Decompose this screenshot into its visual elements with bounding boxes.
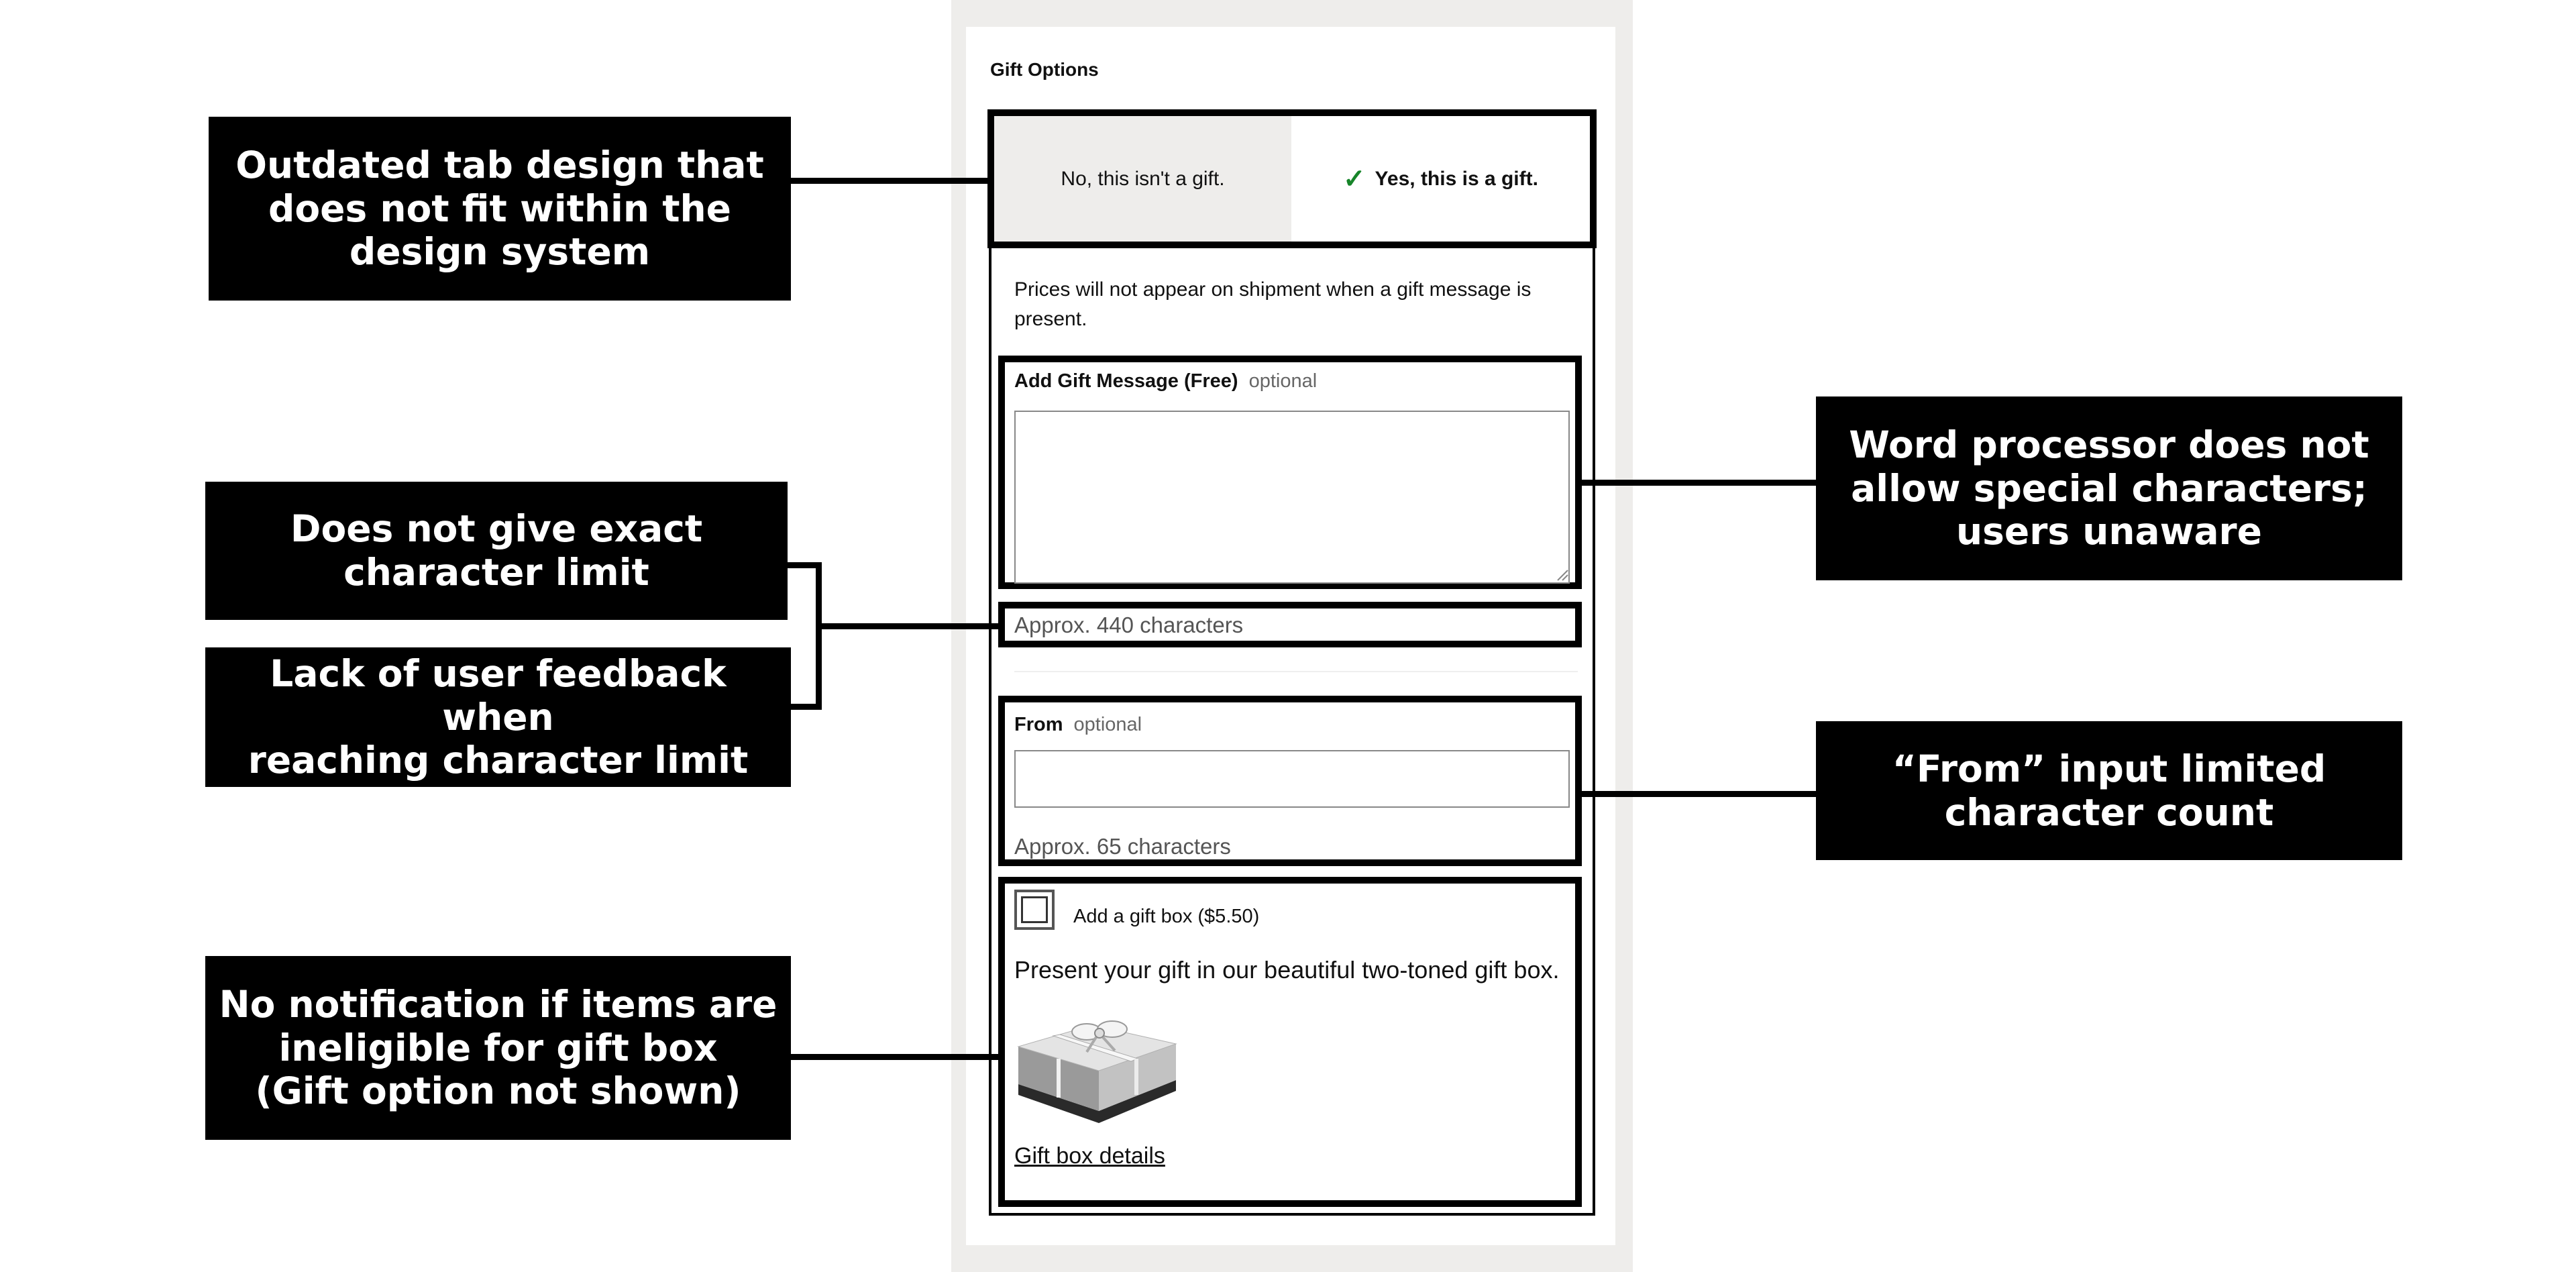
connector-limit-top [785,562,822,568]
from-char-hint: Approx. 65 characters [1014,834,1231,859]
gift-box-image [1017,1020,1177,1123]
connector-special-characters [1579,480,1818,486]
gift-message-char-hint: Approx. 440 characters [1014,613,1244,637]
annotation-from-limit: “From” input limited character count [1816,721,2402,860]
connector-limit-bottom [789,704,822,710]
connector-tab-design [789,178,990,184]
gift-message-textarea[interactable] [1014,411,1570,584]
tab-not-gift[interactable]: No, this isn't a gift. [994,116,1291,242]
price-notice: Prices will not appear on shipment when … [1014,278,1532,330]
gift-box-description: Present your gift in our beautiful two-t… [1014,956,1560,984]
connector-limit-bracket [816,562,822,710]
annotation-no-exact-limit: Does not give exact character limit [205,482,788,620]
annotation-tab-design: Outdated tab design that does not fit wi… [209,117,791,301]
tab-not-gift-label: No, this isn't a gift. [1061,167,1225,190]
annotation-no-notification: No notification if items are ineligible … [205,956,791,1140]
check-icon: ✓ [1343,164,1366,194]
gift-message-label: Add Gift Message (Free) [1014,370,1238,392]
message-char-hint-highlight [998,602,1582,647]
gift-message-label-row: Add Gift Message (Free) optional [1014,370,1317,392]
connector-limit-to-hint [818,623,1001,629]
gift-message-optional: optional [1248,370,1318,392]
tab-is-gift[interactable]: ✓ Yes, this is a gift. [1291,116,1590,242]
annotation-special-characters: Word processor does not allow special ch… [1816,396,2402,580]
connector-from-limit [1579,791,1818,797]
gift-box-checkbox-label[interactable]: Add a gift box ($5.50) [1073,906,1260,927]
resize-grip-icon[interactable] [1556,569,1568,581]
section-divider [1014,671,1578,672]
annotation-no-feedback: Lack of user feedback when reaching char… [205,647,791,787]
from-label-row: From optional [1014,714,1142,736]
gift-box-checkbox-inner [1021,896,1048,923]
from-input[interactable] [1014,750,1570,808]
from-optional: optional [1073,714,1142,735]
from-label: From [1014,714,1063,735]
gift-box-details-link[interactable]: Gift box details [1014,1143,1165,1169]
page-title: Gift Options [990,59,1099,80]
tab-is-gift-label: Yes, this is a gift. [1375,167,1538,190]
connector-gift-box [789,1054,1001,1060]
